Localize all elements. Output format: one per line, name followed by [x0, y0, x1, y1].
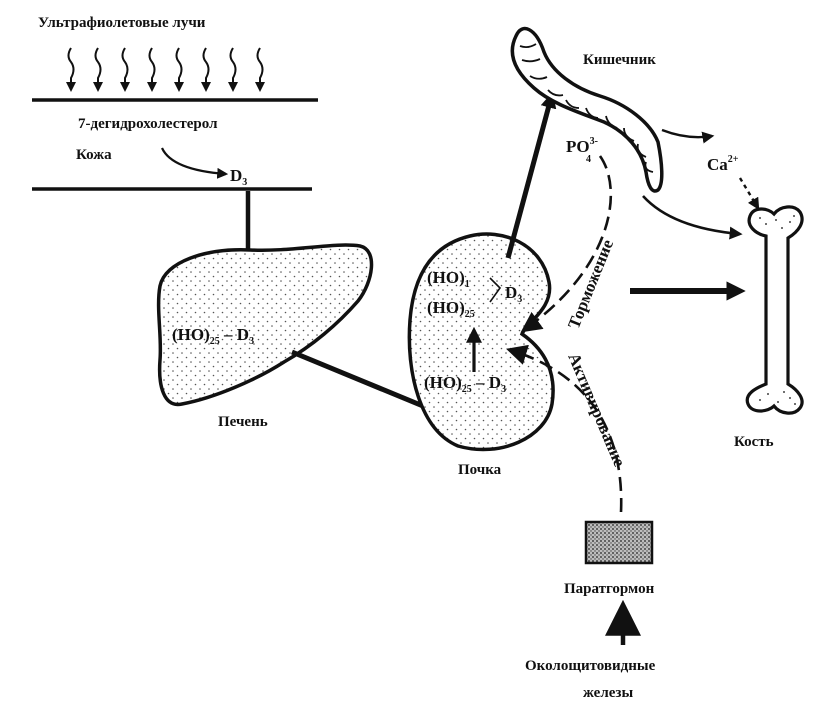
skin-section: Ультрафиолетовые лучи 7-дегидрохолестеро…: [32, 15, 318, 191]
intestine-folds: [519, 43, 654, 173]
uv-rays-label: Ультрафиолетовые лучи: [38, 15, 206, 31]
bone: Кость: [734, 205, 804, 450]
kidney-to-intestine-arrow-icon: [505, 91, 557, 259]
kidney-metabolite-label: (HO)25 – D3: [424, 373, 506, 395]
vitamin-d3-label: D3: [230, 166, 247, 188]
gland-label-line2: железы: [583, 685, 633, 701]
intestine-to-bone-arrow-icon: [642, 195, 743, 240]
kidney-label: Почка: [458, 462, 502, 478]
kidney-product-d3: D3: [505, 283, 522, 305]
inhibition-label: Торможение: [564, 236, 617, 331]
bone-texture: [759, 215, 796, 405]
kidney-product-line1: (HO)1: [427, 268, 470, 290]
liver-shape: [156, 243, 374, 407]
parathyroid-gland-icon: [584, 520, 654, 565]
activation-arrow-icon: [506, 344, 623, 513]
liver: (HO)25 – D3 Печень: [156, 243, 374, 430]
precursor-label: 7-дегидрохолестерол: [78, 116, 218, 132]
skin-label: Кожа: [76, 147, 112, 163]
phosphate-label: PO3-4: [566, 136, 598, 165]
conversion-arrow-icon: [160, 147, 229, 179]
inhibition-arrow-icon: [520, 155, 613, 333]
intestine: Кишечник PO3-4 Ca2+: [510, 26, 760, 211]
activation-label: Активирование: [564, 350, 629, 470]
calcium-release-arrow-icon: [661, 128, 715, 144]
kidney-shape: [407, 232, 555, 452]
bone-label: Кость: [734, 434, 774, 450]
kidney-product-line2: (HO)25: [427, 298, 475, 320]
calcium-to-bone-arrow-icon: [738, 177, 760, 211]
kidney-product-bracket: [489, 277, 502, 303]
bone-shape: [745, 205, 804, 415]
liver-metabolite-label: (HO)25 – D3: [172, 325, 254, 347]
hormone-label: Паратгормон: [564, 581, 655, 597]
intestine-label: Кишечник: [583, 52, 656, 68]
calcium-label: Ca2+: [707, 154, 739, 174]
uv-rays-icon: [66, 47, 265, 92]
kidney: (HO)1 (HO)25 D3 (HO)25 – D3 Почка: [407, 232, 555, 478]
parathyroid-section: Паратгормон Околощитовидные железы: [525, 520, 656, 701]
liver-label: Печень: [218, 414, 268, 430]
gland-label-line1: Околощитовидные: [525, 658, 656, 674]
